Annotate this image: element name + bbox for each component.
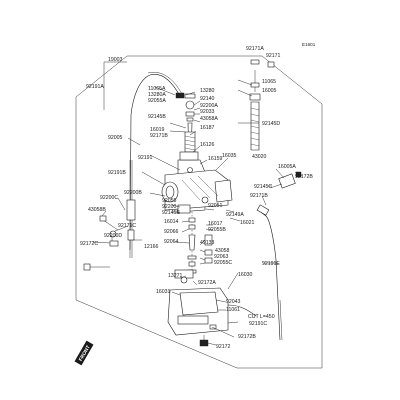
callout-92064: 92064 — [164, 239, 179, 245]
callout-43058a: 43058A — [200, 116, 218, 122]
callout-92005: 92005 — [108, 135, 123, 141]
adjuster-fitting — [269, 171, 302, 189]
callout-16005a: 16005A — [278, 164, 296, 170]
front-stamp: FRONT — [74, 340, 94, 366]
callout-16019: 16019 — [150, 127, 165, 133]
callout-92033: 92033 — [200, 109, 215, 115]
callout-16031: 16031 — [156, 289, 171, 295]
callout-13280: 13280 — [200, 88, 215, 94]
callout-11065a: 11065A — [148, 86, 166, 92]
callout-43020: 43020 — [252, 154, 267, 160]
cable-fitting — [175, 92, 185, 99]
callout-43058b: 43058B — [88, 207, 106, 213]
callout-92055b: 92055B — [208, 227, 226, 233]
callout-16017: 16017 — [208, 221, 223, 227]
callout-16159: 16159 — [208, 156, 223, 162]
callout-92200: 92200 — [162, 204, 177, 210]
callout-92200d: 92200D — [104, 233, 122, 239]
callout-92171a: 92171A — [246, 46, 264, 52]
right-cable — [257, 209, 281, 341]
callout-13271: 13271 — [168, 273, 183, 279]
throttle-valve-parts — [184, 93, 196, 161]
diagram-code: E1601 — [302, 42, 316, 47]
callout-92145d: 92145D — [262, 121, 280, 127]
callout-92191e: 92191E — [262, 261, 280, 267]
callout-92191: 92191 — [138, 155, 153, 161]
jet-stack — [187, 212, 197, 275]
drain-hose — [227, 304, 257, 317]
callout-92063: 92063 — [214, 254, 229, 260]
callout-92055a: 92055A — [148, 98, 166, 104]
callout-92191b: 92191B — [108, 170, 126, 176]
callout-92200c: 92200C — [100, 195, 118, 201]
callout-92171c: 92171C — [118, 223, 136, 229]
callout-43058: 43058 — [215, 248, 230, 254]
callout-92171: 92171 — [266, 53, 281, 59]
callout-16014: 16014 — [164, 219, 179, 225]
callout-92172a: 92172A — [198, 280, 216, 286]
leader-lines — [92, 61, 303, 346]
callout-16005: 16005 — [262, 88, 277, 94]
clip-part — [250, 59, 260, 65]
callout-92145c: 92145C — [254, 184, 272, 190]
callout-92191c: 92191C — [249, 321, 267, 327]
callout-92191a: 92191A — [86, 84, 104, 90]
callout-16187: 16187 — [200, 125, 215, 131]
callout-92200a: 92200A — [200, 103, 218, 109]
left-screws — [83, 215, 119, 271]
callout-92171b: 92171B — [150, 133, 168, 139]
callout-16021: 16021 — [240, 220, 255, 226]
callout-92172c: 92172C — [80, 241, 98, 247]
callout-92043: 92043 — [226, 299, 241, 305]
carburetor-body — [161, 151, 233, 214]
callout-92051: 92051 — [208, 203, 223, 209]
callout-12166: 12166 — [144, 244, 159, 250]
callout-92055c: 92055C — [214, 260, 232, 266]
callout-92055: 92055 — [162, 198, 177, 204]
float-bowl — [167, 269, 229, 347]
callout-92171b-2: 92171B — [250, 193, 268, 199]
callout-cut-note: CUT L=450 — [248, 314, 275, 320]
callout-92172b-2: 92172B — [238, 334, 256, 340]
callout-11065: 11065 — [262, 79, 276, 85]
callout-92172b: 92172B — [295, 174, 313, 180]
callout-49133: 49133 — [200, 240, 215, 246]
callout-92200b: 92200B — [124, 190, 142, 196]
throttle-cable — [129, 74, 181, 251]
callout-13280a: 13280A — [148, 92, 166, 98]
callout-92145e: 92145E — [162, 210, 180, 216]
callout-92149a: 92149A — [226, 212, 244, 218]
callout-92172: 92172 — [216, 344, 231, 350]
callout-16030: 16030 — [238, 272, 253, 278]
callout-11061: 11061 — [226, 307, 240, 313]
cable-end-fitting — [126, 199, 136, 221]
callout-16126: 16126 — [200, 142, 215, 148]
callout-92145b: 92145B — [148, 114, 166, 120]
callout-92140: 92140 — [200, 96, 215, 102]
callout-92066: 92066 — [164, 229, 179, 235]
callout-19003: 19003 — [108, 57, 123, 63]
idle-adjuster — [249, 70, 261, 151]
callout-16035: 16035 — [222, 153, 237, 159]
